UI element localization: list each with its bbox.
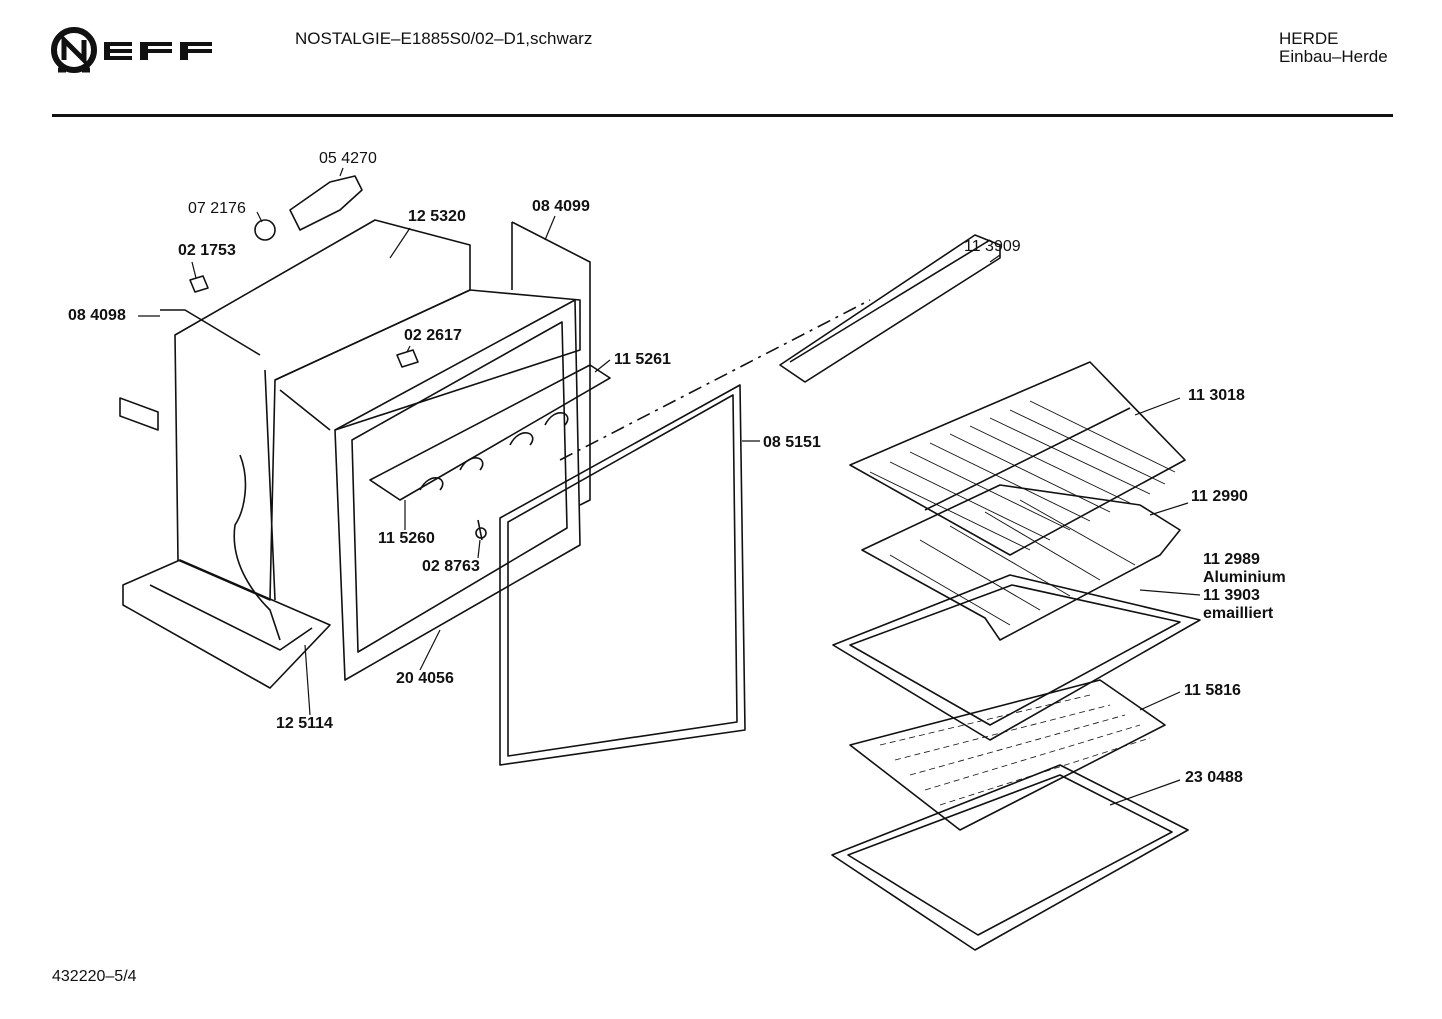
wire-rack (849, 361, 1186, 556)
lamp-bulb (254, 219, 276, 241)
bottom-heater-tray (122, 559, 331, 689)
part-label-125320: 12 5320 (408, 208, 466, 225)
oven-housing-top (274, 289, 581, 431)
part-label-022617: 02 2617 (404, 327, 462, 344)
part-label-115816: 11 5816 (1184, 682, 1241, 699)
model-title: NOSTALGIE–E1885S0/02–D1,schwarz (295, 29, 593, 48)
part-label-021753: 02 1753 (178, 242, 236, 259)
part-label-028763: 02 8763 (422, 558, 480, 575)
construction-line (559, 299, 871, 461)
baking-tray (832, 574, 1201, 741)
upper-heating-element (369, 364, 611, 501)
document-id: 432220–5/4 (52, 968, 137, 985)
part-label-085151: 08 5151 (763, 434, 821, 451)
oven-front-frame (334, 299, 581, 681)
side-rail (160, 309, 261, 356)
part-label-115261: 11 5261 (614, 351, 671, 368)
subcategory-label: Einbau–Herde (1279, 47, 1388, 66)
part-label-113903: 11 3903 (1203, 587, 1260, 604)
shelf-rail (779, 234, 1001, 383)
neff-logo (48, 26, 218, 83)
side-bracket (119, 397, 159, 431)
screw (477, 519, 483, 541)
back-panel (511, 221, 591, 506)
part-label-204056: 20 4056 (396, 670, 454, 687)
part-label-112990: 11 2990 (1191, 488, 1248, 505)
lamp-holder (289, 175, 363, 231)
part-label-113909: 11 3909 (964, 238, 1021, 255)
header-divider (52, 114, 1393, 117)
part-label-230488: 23 0488 (1185, 769, 1243, 786)
leader-lines (138, 167, 1201, 806)
housing-cutaway (233, 454, 281, 641)
part-label-113018: 11 3018 (1188, 387, 1245, 404)
drip-pan (831, 764, 1189, 951)
part-label-125114: 12 5114 (276, 715, 333, 732)
door-gasket (499, 384, 746, 766)
part-label-115260: 11 5260 (378, 530, 435, 547)
part-label-084099: 08 4099 (532, 198, 590, 215)
nut (396, 349, 419, 368)
clip (189, 275, 209, 293)
part-label-084098: 08 4098 (68, 307, 126, 324)
part-note-aluminium: Aluminium (1203, 569, 1286, 586)
part-label-054270: 05 4270 (319, 150, 377, 167)
part-label-112989: 11 2989 (1203, 551, 1260, 568)
part-label-072176: 07 2176 (188, 200, 246, 217)
grill-insert (849, 679, 1166, 831)
category-label: HERDE (1279, 29, 1339, 48)
wire-rack-lower (861, 484, 1181, 641)
part-note-emailliert: emailliert (1203, 605, 1274, 622)
